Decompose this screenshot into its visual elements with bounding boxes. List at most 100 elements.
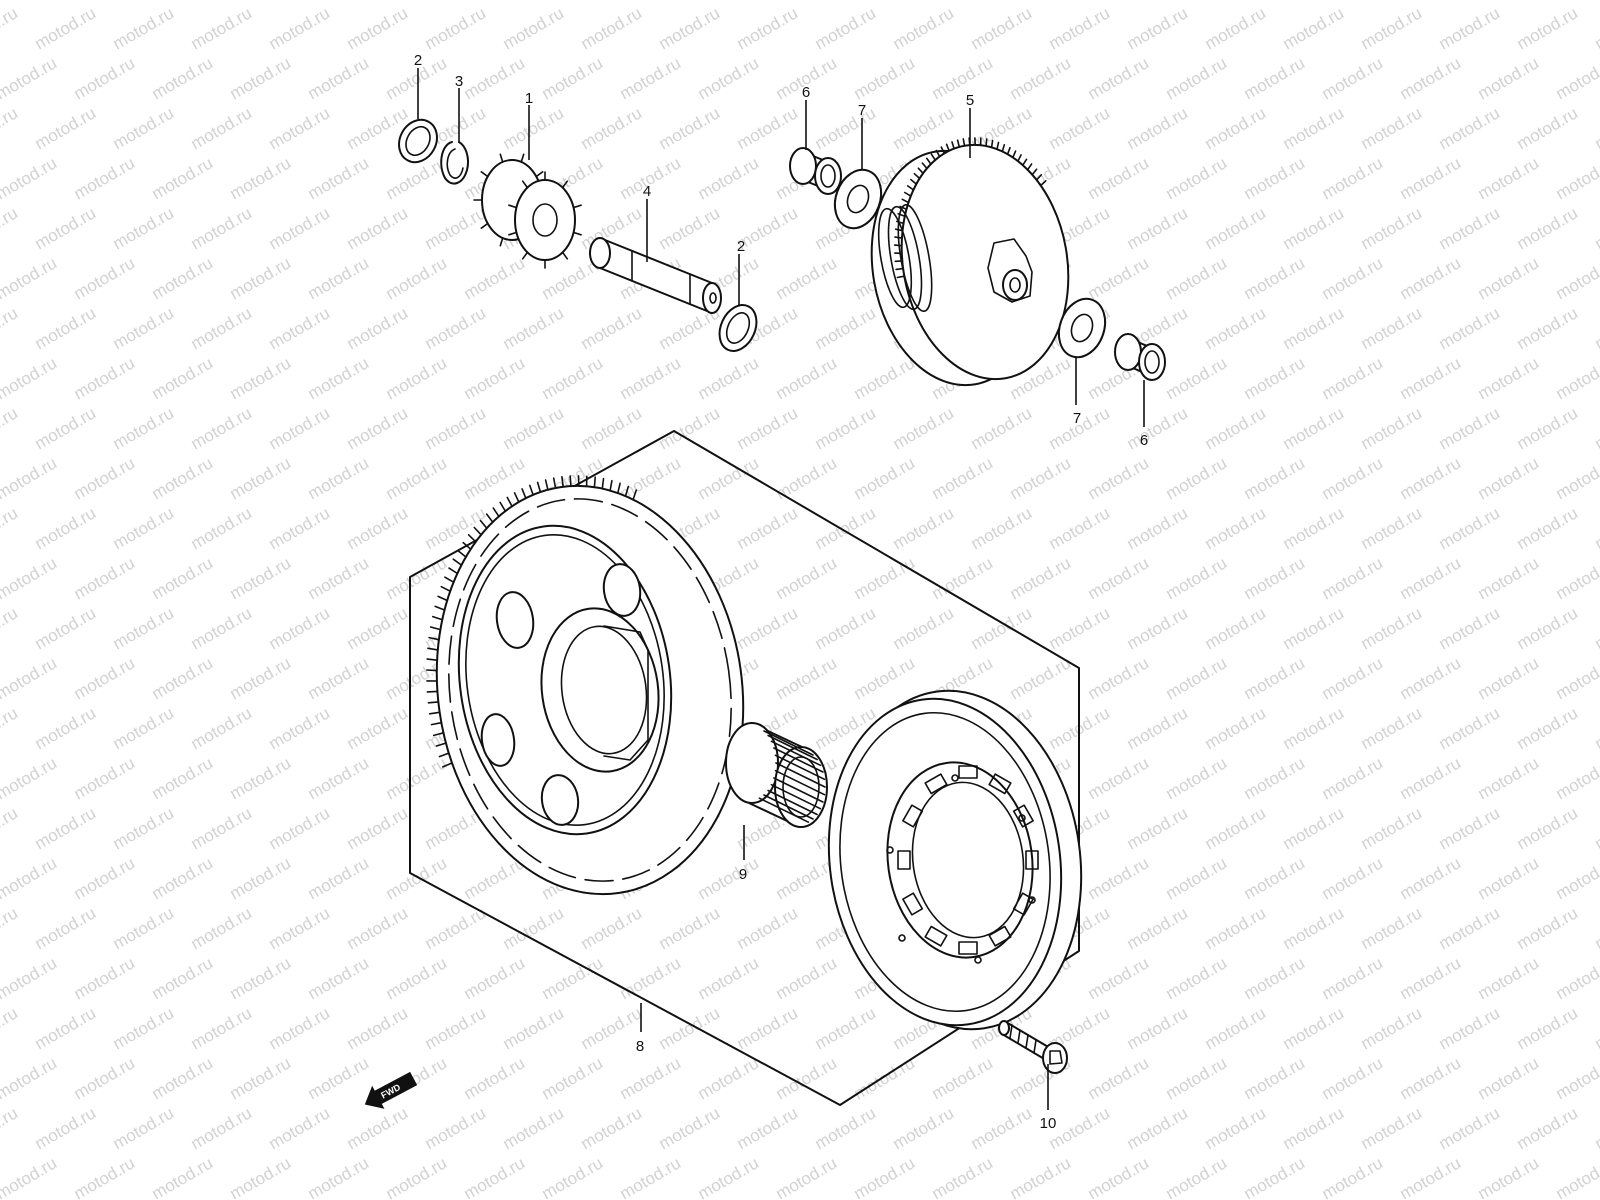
- watermark-text: motod.ru: [500, 903, 568, 953]
- watermark-text: motod.ru: [149, 53, 217, 103]
- watermark-text: motod.ru: [851, 653, 919, 703]
- watermark-text: motod.ru: [695, 153, 763, 203]
- gear-tooth: [428, 711, 441, 715]
- watermark-text: motod.ru: [0, 3, 21, 53]
- watermark-text: motod.ru: [188, 603, 256, 653]
- watermark-text: motod.ru: [71, 453, 139, 503]
- watermark-text: motod.ru: [1553, 1053, 1600, 1103]
- watermark-text: motod.ru: [227, 553, 295, 603]
- watermark-text: motod.ru: [305, 1053, 373, 1103]
- watermark-text: motod.ru: [1085, 253, 1153, 303]
- watermark-text: motod.ru: [1319, 553, 1387, 603]
- watermark-text: motod.ru: [1124, 703, 1192, 753]
- watermark-text: motod.ru: [539, 1153, 607, 1200]
- watermark-text: motod.ru: [1085, 1053, 1153, 1103]
- watermark-text: motod.ru: [188, 103, 256, 153]
- gear-tooth: [1021, 158, 1028, 166]
- watermark-text: motod.ru: [773, 953, 841, 1003]
- gear-tooth: [1026, 163, 1033, 171]
- part-6-bushing-upper: [789, 147, 842, 195]
- watermark-text: motod.ru: [1436, 3, 1504, 53]
- callout-10: 10: [1040, 1115, 1057, 1132]
- watermark-text: motod.ru: [71, 0, 139, 3]
- part-5-reduction-gear: [870, 137, 1070, 387]
- watermark-text: motod.ru: [539, 0, 607, 3]
- watermark-text: motod.ru: [1163, 453, 1231, 503]
- watermark-text: motod.ru: [1553, 453, 1600, 503]
- watermark-text: motod.ru: [617, 1153, 685, 1200]
- watermark-text: motod.ru: [1163, 853, 1231, 903]
- watermark-text: motod.ru: [1280, 403, 1348, 453]
- watermark-text: motod.ru: [227, 953, 295, 1003]
- watermark-text: motod.ru: [110, 503, 178, 553]
- watermark-text: motod.ru: [929, 453, 997, 503]
- bearing-needle: [774, 769, 826, 796]
- watermark-text: motod.ru: [227, 253, 295, 303]
- gear-tooth: [499, 501, 507, 512]
- watermark-text: motod.ru: [1475, 0, 1543, 3]
- clutch-roller: [897, 850, 911, 870]
- watermark-text: motod.ru: [110, 203, 178, 253]
- watermark-text: motod.ru: [1397, 1053, 1465, 1103]
- part-7-thrust-washer-lower: [1057, 297, 1107, 359]
- clutch-roller: [988, 773, 1012, 795]
- watermark-text: motod.ru: [1241, 553, 1309, 603]
- watermark-text: motod.ru: [305, 1153, 373, 1200]
- watermark-text: motod.ru: [149, 653, 217, 703]
- watermark-text: motod.ru: [851, 453, 919, 503]
- gear-tooth: [951, 141, 955, 150]
- watermark-text: motod.ru: [1319, 353, 1387, 403]
- watermark-text: motod.ru: [1514, 1003, 1582, 1053]
- watermark-text: motod.ru: [461, 0, 529, 3]
- watermark-text: motod.ru: [188, 3, 256, 53]
- watermark-text: motod.ru: [695, 53, 763, 103]
- watermark-text: motod.ru: [0, 803, 21, 853]
- gear-tooth: [492, 507, 500, 518]
- gear-tooth: [601, 477, 605, 490]
- gear-tooth: [962, 138, 966, 147]
- gear-tooth: [485, 513, 494, 523]
- callout-labels: 1 2 2 3 4 5 6 6 7 7 8 9 10: [414, 52, 1148, 1132]
- watermark-text: motod.ru: [578, 3, 646, 53]
- watermark-text: motod.ru: [110, 303, 178, 353]
- watermark-text: motod.ru: [0, 453, 60, 503]
- gear-tooth: [996, 141, 1000, 150]
- callout-8: 8: [636, 1038, 644, 1055]
- watermark-text: motod.ru: [1514, 3, 1582, 53]
- watermark-text: motod.ru: [110, 703, 178, 753]
- watermark-text: motod.ru: [773, 253, 841, 303]
- watermark-text: motod.ru: [1046, 603, 1114, 653]
- watermark-text: motod.ru: [1202, 3, 1270, 53]
- gear-tooth: [544, 479, 549, 491]
- watermark-text: motod.ru: [266, 1003, 334, 1053]
- watermark-text: motod.ru: [929, 1053, 997, 1103]
- watermark-text: motod.ru: [1553, 753, 1600, 803]
- watermark-text: motod.ru: [188, 903, 256, 953]
- watermark-text: motod.ru: [344, 1103, 412, 1153]
- gear-tooth: [437, 595, 449, 602]
- watermark-text: motod.ru: [1397, 453, 1465, 503]
- watermark-text: motod.ru: [461, 1153, 529, 1200]
- gear-tooth: [426, 658, 438, 662]
- callout-6-upper: 6: [802, 84, 810, 101]
- watermark-text: motod.ru: [1553, 853, 1600, 903]
- watermark-text: motod.ru: [1124, 1103, 1192, 1153]
- watermark-text: motod.ru: [1124, 203, 1192, 253]
- watermark-text: motod.ru: [1202, 703, 1270, 753]
- watermark-text: motod.ru: [1358, 203, 1426, 253]
- watermark-text: motod.ru: [1319, 653, 1387, 703]
- watermark-text: motod.ru: [500, 1003, 568, 1053]
- watermark-text: motod.ru: [0, 1053, 60, 1103]
- watermark-text: motod.ru: [227, 0, 295, 3]
- watermark-text: motod.ru: [734, 403, 802, 453]
- watermark-text: motod.ru: [305, 853, 373, 903]
- watermark-text: motod.ru: [1202, 903, 1270, 953]
- watermark-text: motod.ru: [1436, 303, 1504, 353]
- watermark-text: motod.ru: [1319, 1153, 1387, 1200]
- watermark-text: motod.ru: [1124, 903, 1192, 953]
- watermark-text: motod.ru: [929, 553, 997, 603]
- watermark-text: motod.ru: [227, 1153, 295, 1200]
- watermark-text: motod.ru: [71, 353, 139, 403]
- watermark-text: motod.ru: [773, 653, 841, 703]
